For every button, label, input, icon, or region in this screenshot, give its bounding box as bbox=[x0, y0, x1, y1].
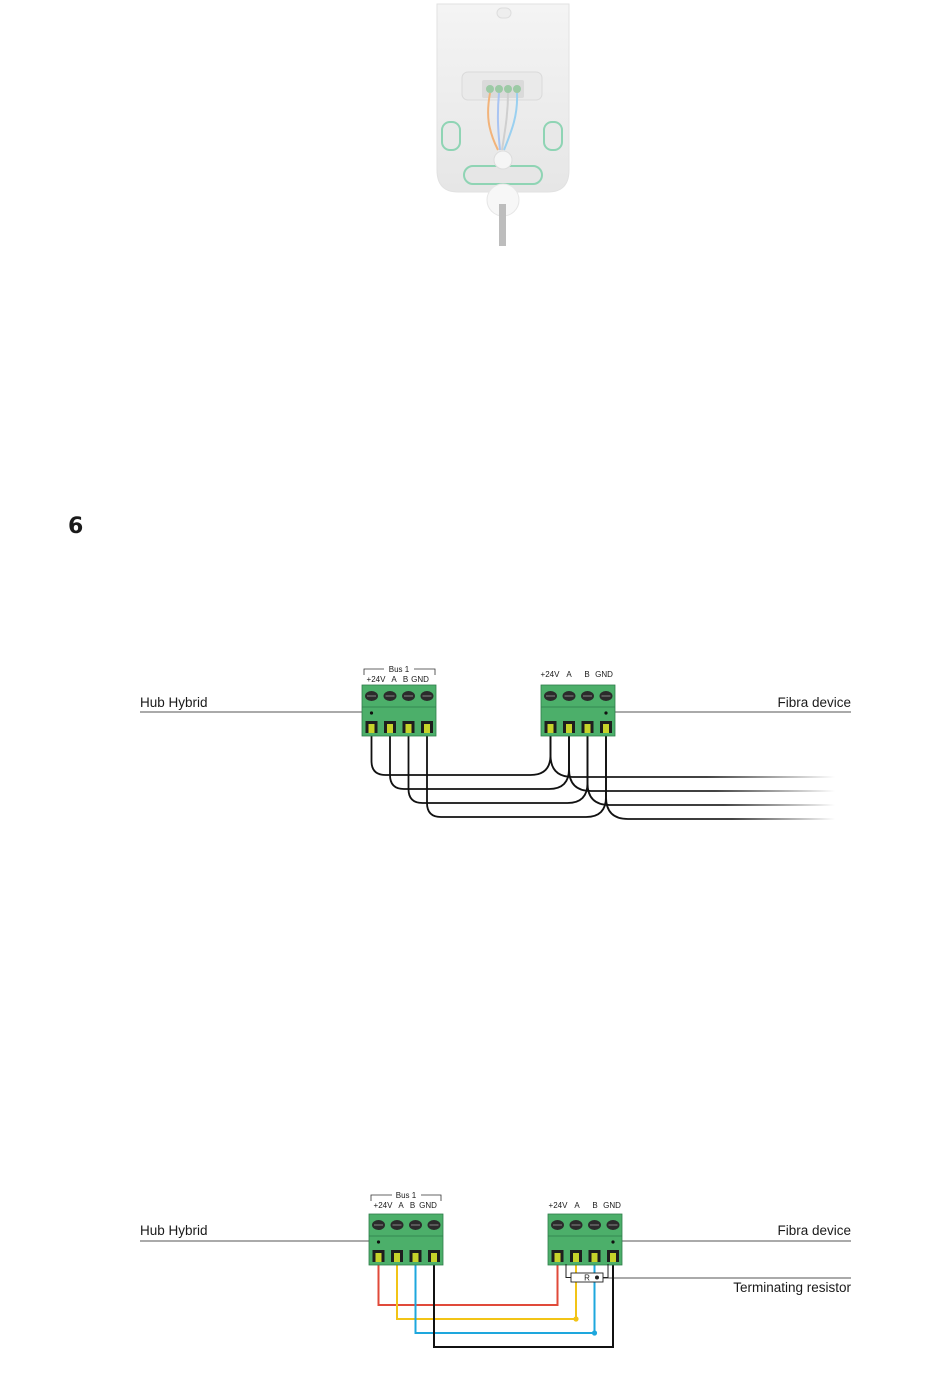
terminal-label: +24V bbox=[549, 1201, 569, 1210]
bus-continuation-wire bbox=[588, 733, 836, 805]
terminal-label: GND bbox=[419, 1201, 437, 1210]
terminal-label: +24V bbox=[374, 1201, 394, 1210]
device-mounting-plate-photo bbox=[0, 0, 950, 260]
terminal-label: GND bbox=[603, 1201, 621, 1210]
terminal-label: A bbox=[391, 675, 397, 684]
bus-continuation-wire bbox=[569, 733, 835, 791]
terminal-label: B bbox=[403, 675, 408, 684]
bus-label: Bus 1 bbox=[389, 665, 410, 674]
connector-pin-1 bbox=[486, 85, 494, 93]
device-terminal-labels-2: +24V A B GND bbox=[549, 1201, 622, 1210]
bus-wires bbox=[372, 733, 836, 819]
hub-hybrid-label-2: Hub Hybrid bbox=[140, 1223, 208, 1238]
terminal-label: B bbox=[584, 670, 589, 679]
hub-terminal-block-2 bbox=[369, 1214, 443, 1265]
terminal-label: +24V bbox=[541, 670, 561, 679]
terminal-label: GND bbox=[411, 675, 429, 684]
terminal-label: A bbox=[574, 1201, 580, 1210]
terminal-label: A bbox=[398, 1201, 404, 1210]
fibra-device-label: Fibra device bbox=[777, 695, 851, 710]
bus-continuation-wire bbox=[606, 733, 835, 819]
resistor-symbol: R bbox=[584, 1274, 590, 1283]
wire-junction-dot bbox=[592, 1330, 597, 1335]
terminal-label: B bbox=[410, 1201, 415, 1210]
device-terminal-block bbox=[541, 685, 615, 736]
bus-wire bbox=[372, 733, 551, 775]
wire-junction-dot bbox=[573, 1316, 578, 1321]
bus-wire-power bbox=[379, 1262, 558, 1305]
bus-wire bbox=[409, 733, 588, 803]
terminal-label: GND bbox=[595, 670, 613, 679]
terminal-label: A bbox=[566, 670, 572, 679]
fibra-device-label-2: Fibra device bbox=[777, 1223, 851, 1238]
step-number: 6 bbox=[68, 514, 83, 539]
bus-wire-b bbox=[416, 1262, 595, 1333]
terminating-resistor-label: Terminating resistor bbox=[733, 1280, 851, 1295]
hub-hybrid-label: Hub Hybrid bbox=[140, 695, 208, 710]
bus-wire-a bbox=[397, 1262, 576, 1319]
connector-pin-3 bbox=[504, 85, 512, 93]
bus-continuation-wire bbox=[551, 733, 836, 777]
bus-wire bbox=[390, 733, 569, 789]
hub-terminal-block bbox=[362, 685, 436, 736]
terminal-label: B bbox=[592, 1201, 597, 1210]
device-terminal-labels: +24V A B GND bbox=[541, 670, 614, 679]
connector-pin-4 bbox=[513, 85, 521, 93]
wiring-diagram-2: Hub Hybrid Fibra device Terminating resi… bbox=[0, 1185, 950, 1355]
terminal-label: +24V bbox=[367, 675, 387, 684]
connector-pin-2 bbox=[495, 85, 503, 93]
terminating-resistor: R bbox=[566, 1264, 608, 1283]
bus-label-2: Bus 1 bbox=[396, 1191, 417, 1200]
device-terminal-block-2 bbox=[548, 1214, 622, 1265]
